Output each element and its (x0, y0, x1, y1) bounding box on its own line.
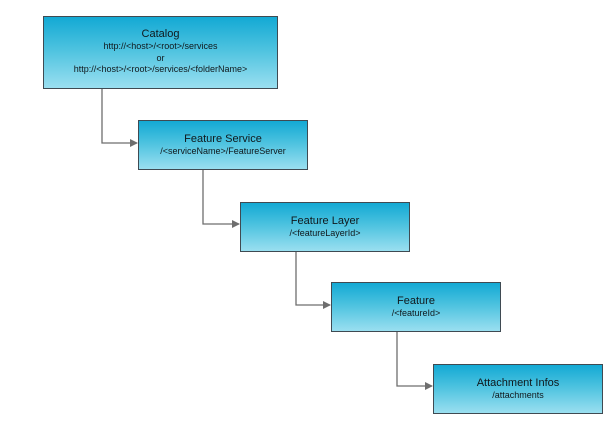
feature-layer-title: Feature Layer (290, 215, 360, 228)
connector-catalog-to-feature-service (101, 89, 138, 147)
attachment-infos-title: Attachment Infos (476, 377, 560, 390)
catalog-or-text: or (156, 52, 165, 63)
feature-layer-node: Feature Layer /<featureLayerId> (240, 202, 410, 252)
feature-service-path: /<serviceName>/FeatureServer (160, 146, 286, 157)
attachment-infos-node: Attachment Infos /attachments (433, 364, 603, 414)
connector-feature-service-to-feature-layer (202, 170, 240, 228)
feature-title: Feature (397, 295, 435, 308)
catalog-url-folder: http://<host>/<root>/services/<folderNam… (73, 64, 248, 75)
feature-path: /<featureId> (391, 308, 441, 319)
connector-feature-to-attachment-infos (396, 332, 433, 390)
catalog-node: Catalog http://<host>/<root>/services or… (43, 16, 278, 89)
catalog-title: Catalog (141, 28, 180, 41)
feature-service-node: Feature Service /<serviceName>/FeatureSe… (138, 120, 308, 170)
feature-node: Feature /<featureId> (331, 282, 501, 332)
catalog-url-services: http://<host>/<root>/services (103, 41, 218, 52)
feature-layer-path: /<featureLayerId> (289, 228, 361, 239)
attachment-infos-path: /attachments (492, 390, 544, 401)
feature-service-title: Feature Service (184, 133, 262, 146)
connector-feature-layer-to-feature (295, 252, 331, 309)
